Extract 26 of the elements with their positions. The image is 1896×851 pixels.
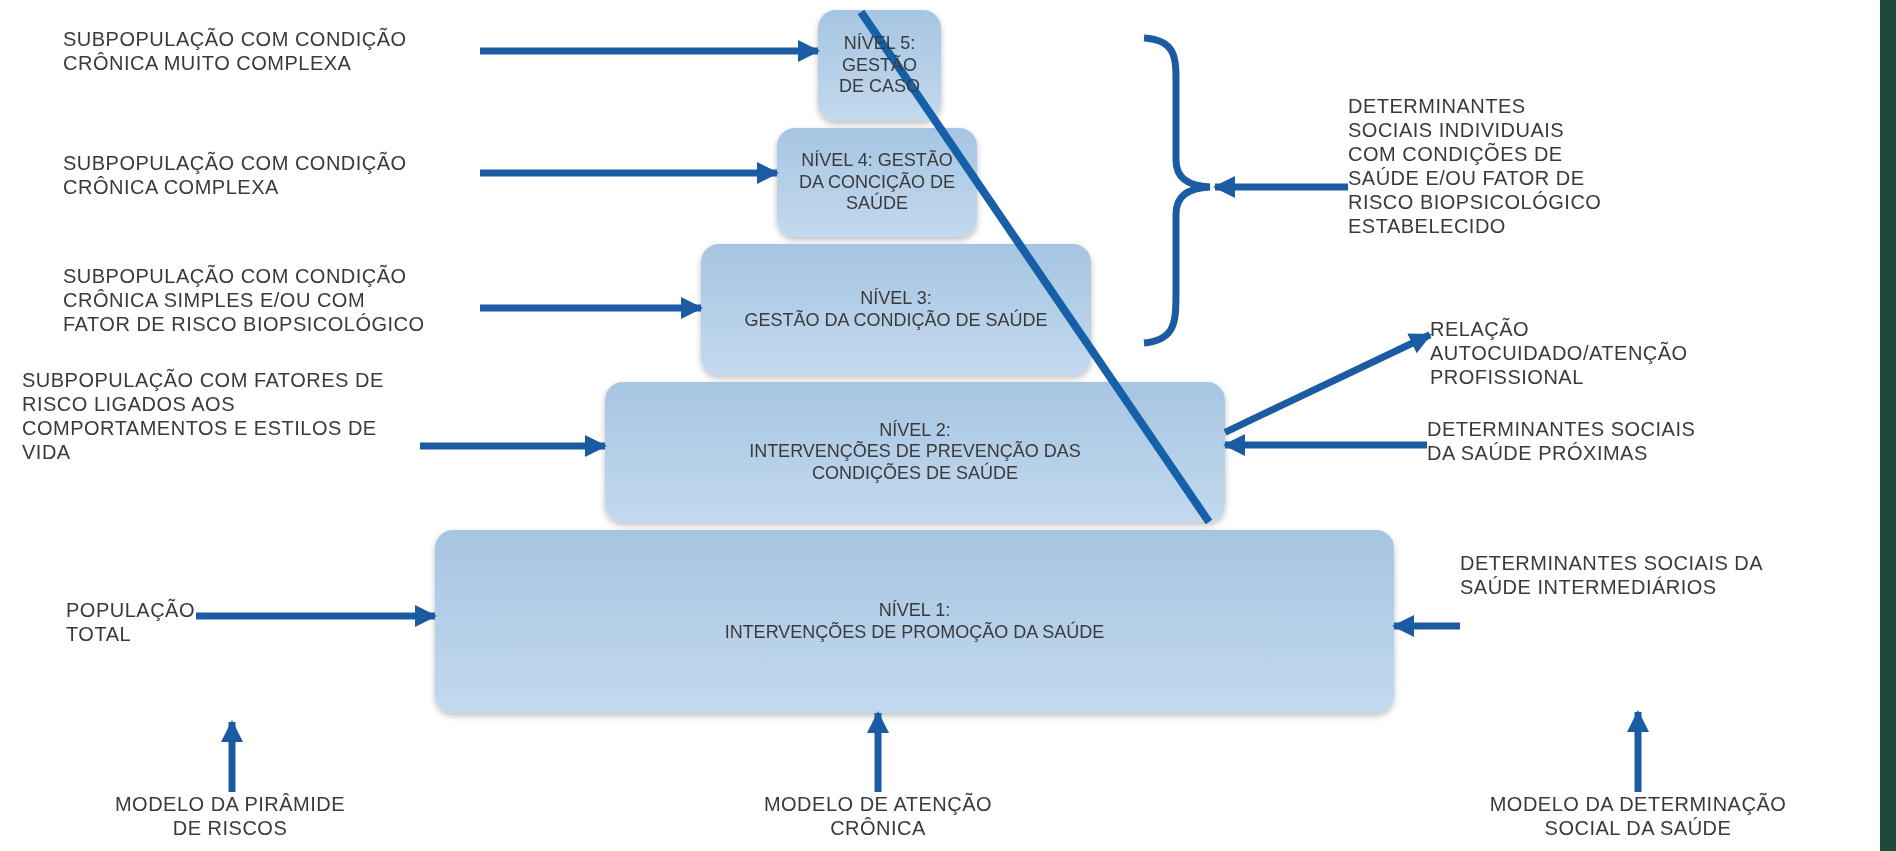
level-box [818,10,941,121]
model-label: MODELO DA PIRÂMIDE DE RISCOS [113,792,347,840]
level-text: NÍVEL 4: GESTÃO DA CONCIÇÃO DE SAÚDE [798,150,956,215]
model-label: MODELO DE ATENÇÃO CRÔNICA [762,792,994,840]
level-heading: NÍVEL 3: [860,287,932,310]
level-text: INTERVENÇÕES DE PROMOÇÃO DA SAÚDE [724,621,1105,644]
group-label: SUBPOPULAÇÃO COM CONDIÇÃO CRÔNICA COMPLEXA [63,151,408,199]
group-label: DETERMINANTES SOCIAIS DA SAÚDE PRÓXIMAS [1427,417,1697,465]
arrow [1223,331,1432,436]
level-box [435,530,1394,713]
group-label: POPULAÇÃO TOTAL [66,598,196,646]
level-box [777,128,977,237]
level-text: GESTÃO DA CONDIÇÃO DE SAÚDE [744,309,1048,332]
model-label: MODELO DA DETERMINAÇÃO SOCIAL DA SAÚDE [1488,792,1788,840]
side-bar [1880,0,1896,851]
group-label: RELAÇÃO AUTOCUIDADO/ATENÇÃO PROFISSIONAL [1430,317,1689,389]
level-heading: NÍVEL 2: [879,419,951,441]
level-box [605,382,1225,522]
level-box [701,244,1091,375]
group-label: SUBPOPULAÇÃO COM CONDIÇÃO CRÔNICA SIMPLES E/OU COM FATOR DE RISCO BIOPSICOLÓGICO [63,264,426,336]
group-label: DETERMINANTES SOCIAIS INDIVIDUAIS COM CONDIÇÕES DE SAÚDE E/OU FATOR DE RISCO BIOPSICOLÓGICO ESTABELECIDO [1348,94,1603,238]
group-label: DETERMINANTES SOCIAIS DA SAÚDE INTERMEDIÁRIOS [1460,551,1764,599]
level-text: INTERVENÇÕES DE PREVENÇÃO DAS CONDIÇÕES DE SAÚDE [748,441,1082,485]
level-heading: NÍVEL 1: [878,599,951,622]
group-label: SUBPOPULAÇÃO COM FATORES DE RISCO LIGADOS AOS COMPORTAMENTOS E ESTILOS DE VIDA [22,368,385,464]
group-label: SUBPOPULAÇÃO COM CONDIÇÃO CRÔNICA MUITO COMPLEXA [63,27,408,75]
